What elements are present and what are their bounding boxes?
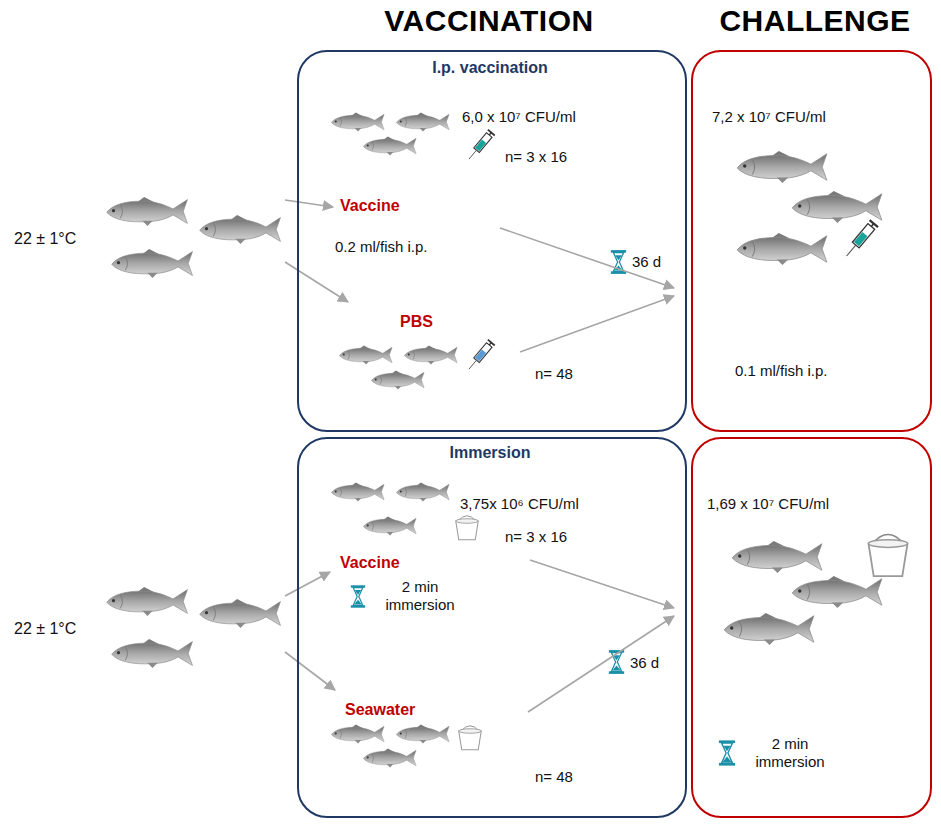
note-text: 6,0 x 10⁷ CFU/ml — [462, 108, 576, 126]
column-header: VACCINATION — [384, 4, 593, 38]
fish — [112, 249, 193, 278]
bucket — [459, 726, 482, 750]
group-label: Vaccine — [340, 196, 400, 215]
flow-arrow — [285, 572, 330, 596]
fish — [737, 151, 827, 183]
fish — [363, 749, 416, 768]
fish — [371, 371, 424, 390]
note-text: 3,75x 10⁶ CFU/ml — [460, 495, 579, 513]
note-text: n= 3 x 16 — [505, 148, 567, 166]
fish — [724, 613, 814, 645]
note-text: 36 d — [632, 253, 661, 271]
note-text: n= 48 — [535, 365, 573, 383]
note-text: 0.2 ml/fish i.p. — [335, 238, 428, 256]
column-header: CHALLENGE — [719, 4, 910, 38]
fish — [363, 517, 416, 536]
flow-arrow — [528, 616, 674, 712]
group-label: Vaccine — [340, 553, 400, 572]
fish — [339, 346, 392, 365]
panel-box: I.p. vaccination 6,0 x 10⁷ CFU/ml n= 3 x 1… — [297, 50, 687, 432]
note-text: 7,2 x 10⁷ CFU/ml — [712, 108, 826, 126]
note-text: 2 min immersion — [735, 735, 845, 771]
group-label: PBS — [400, 312, 433, 331]
note-text: n= 48 — [535, 768, 573, 786]
panel-box: 7,2 x 10⁷ CFU/ml 0.1 ml/fish i.p. — [691, 50, 932, 432]
fish — [404, 346, 457, 365]
fish — [112, 639, 193, 668]
fish — [331, 113, 384, 132]
note-text: 2 min immersion — [370, 578, 470, 614]
temperature-label: 22 ± 1°C — [14, 620, 76, 638]
syringe — [466, 129, 495, 162]
panel-box: 1,69 x 10⁷ CFU/ml 2 min immersion — [691, 437, 932, 818]
fish — [363, 137, 416, 156]
bucket — [869, 535, 908, 577]
hourglass — [351, 585, 365, 607]
fish — [200, 215, 281, 244]
group-label: Seawater — [345, 700, 415, 719]
syringe — [842, 220, 878, 260]
fish — [396, 483, 449, 502]
panel-heading: Immersion — [450, 443, 531, 462]
note-text: 1,69 x 10⁷ CFU/ml — [707, 495, 829, 513]
temperature-label: 22 ± 1°C — [14, 230, 76, 248]
fish — [396, 113, 449, 132]
note-text: n= 3 x 16 — [505, 528, 567, 546]
syringe — [466, 339, 495, 372]
fish — [331, 725, 384, 744]
panel-heading: I.p. vaccination — [432, 58, 548, 77]
fish — [792, 576, 882, 608]
fish — [107, 197, 188, 226]
flow-arrow — [285, 652, 335, 690]
bucket — [456, 516, 479, 540]
flow-arrow — [285, 200, 333, 207]
flow-arrow — [500, 228, 674, 288]
fish — [331, 483, 384, 502]
flow-arrow — [520, 296, 674, 352]
hourglass — [719, 740, 735, 765]
fish — [732, 541, 822, 573]
panel-box: Immersion 3,75x 10⁶ CFU/ml n= 3 x 16 Vaccin… — [297, 437, 687, 818]
flow-arrows — [285, 200, 674, 712]
fish — [792, 191, 882, 223]
flow-arrow — [285, 262, 348, 302]
fish — [396, 725, 449, 744]
flow-arrow — [530, 560, 674, 608]
fish — [737, 233, 827, 265]
fish — [107, 587, 188, 616]
note-text: 0.1 ml/fish i.p. — [735, 362, 828, 380]
note-text: 36 d — [630, 654, 659, 672]
fish — [200, 599, 281, 628]
